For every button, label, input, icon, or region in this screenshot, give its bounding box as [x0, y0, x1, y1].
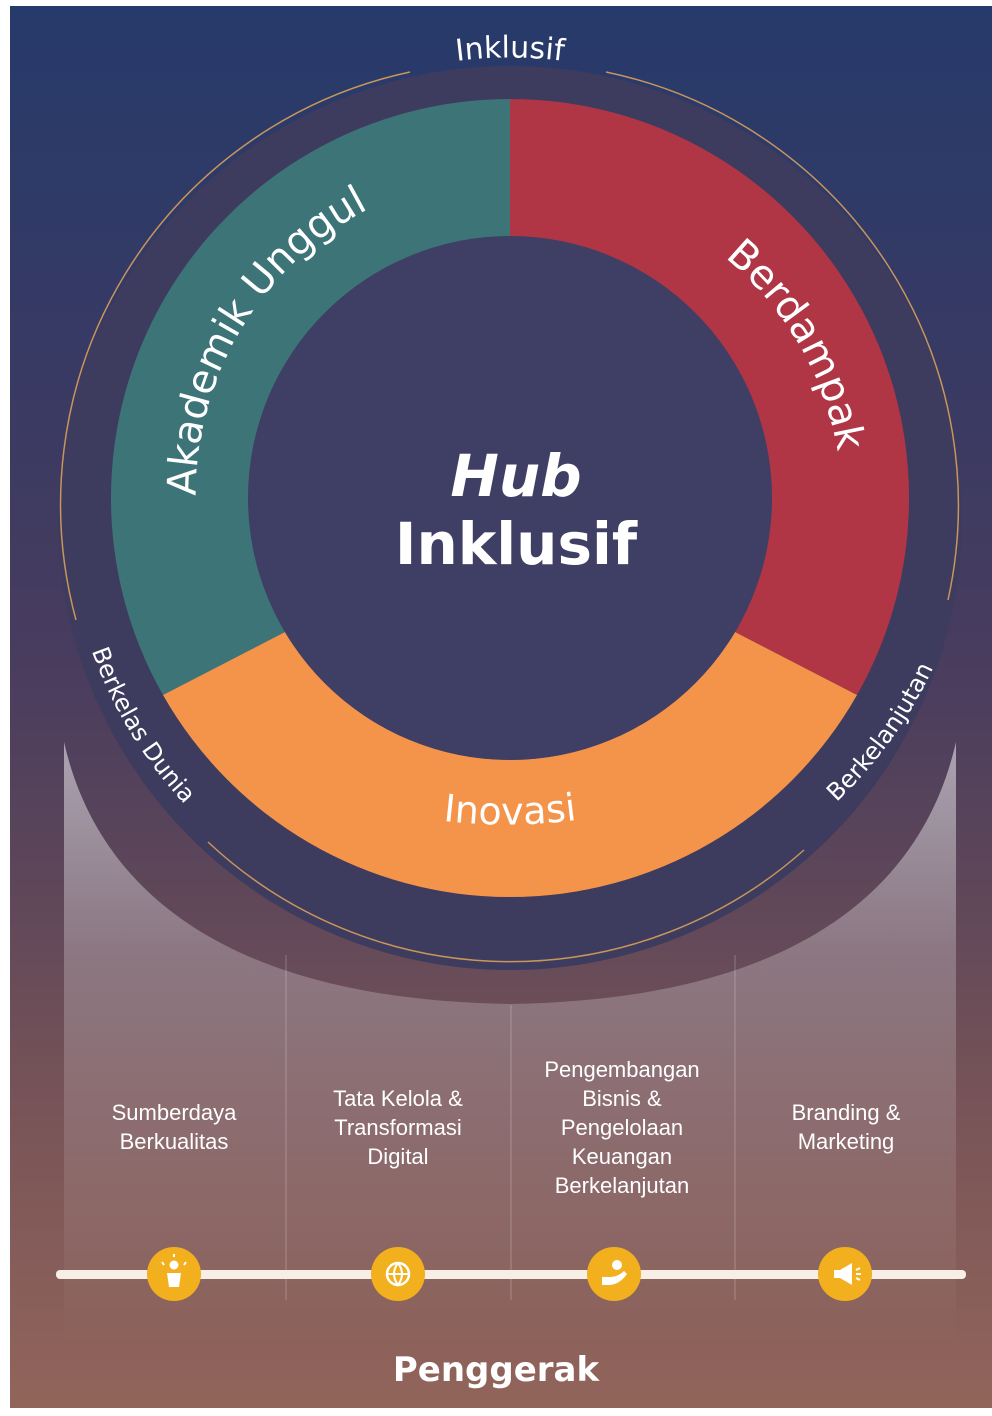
hub-title: Hub Inklusif: [346, 442, 686, 578]
segment-berdampak: [510, 99, 910, 695]
outer-ring-line-top-right: [605, 71, 960, 601]
hub-title-line1: Hub: [450, 442, 582, 510]
pillar-label-branding: Branding & Marketing: [791, 1100, 901, 1154]
outer-ring-line-top-left: [59, 71, 411, 621]
hub-circle: [248, 236, 772, 760]
segment-label-inovasi: Inovasi: [442, 785, 578, 834]
segment-inovasi: [163, 632, 857, 898]
segment-akademik-unggul: [110, 99, 510, 695]
megaphone-icon: [818, 1247, 872, 1301]
hub-title-line2: Inklusif: [394, 510, 638, 578]
pillar-label-sumberdaya: Sumberdaya Berkualitas: [111, 1100, 237, 1154]
outer-ring-line-bottom: [207, 841, 805, 963]
pillars-background: [64, 742, 956, 1345]
base-line: [56, 1270, 966, 1279]
person-star-icon: [147, 1247, 201, 1301]
pillar-label-tata-kelola: Tata Kelola & Transformasi Digital: [333, 1086, 463, 1169]
outer-label-inklusif: Inklusif: [454, 30, 568, 69]
footer-label: Penggerak: [392, 1350, 600, 1390]
hand-coin-icon: [587, 1247, 641, 1301]
pillar-label-pengembangan: Pengembangan Bisnis & Pengelolaan Keuang…: [544, 1057, 700, 1198]
globe-icon: [371, 1247, 425, 1301]
